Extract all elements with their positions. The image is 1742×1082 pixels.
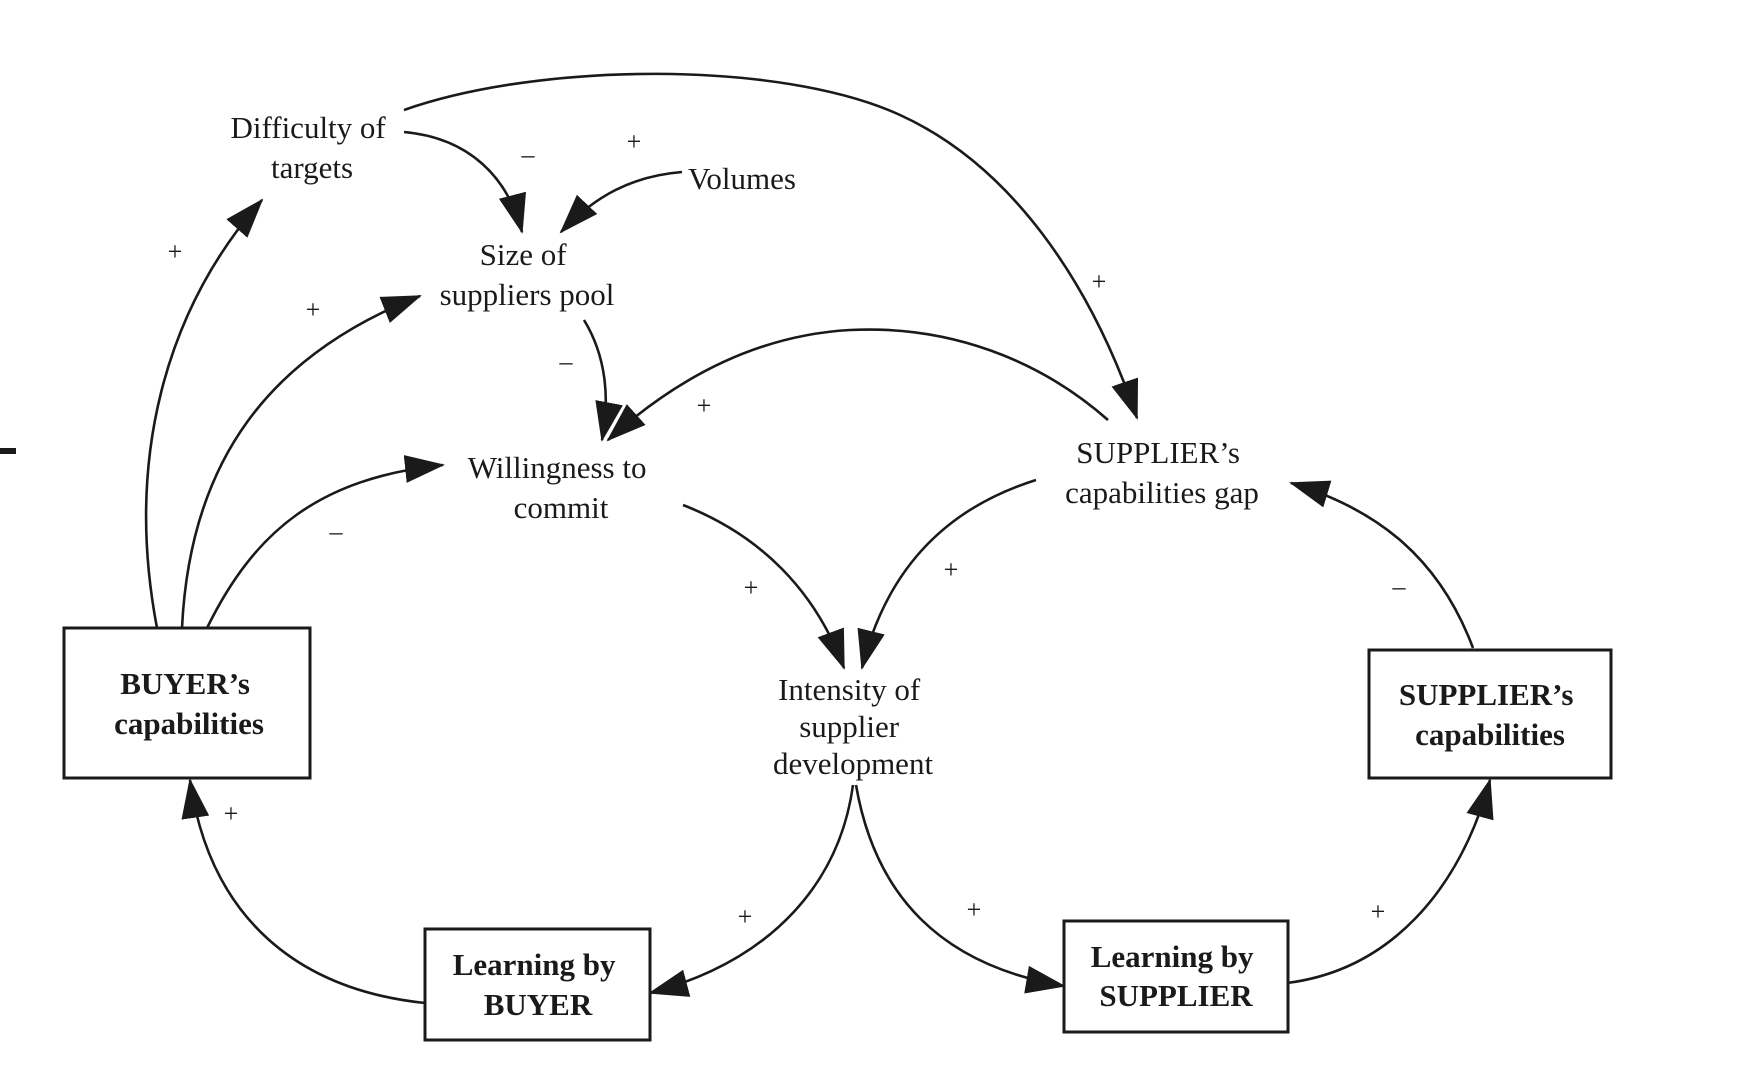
node-suppliers-capabilities-gap: SUPPLIER’s capabilities gap: [1065, 435, 1259, 510]
node-willingness-to-commit: Willingness to commit: [468, 450, 654, 525]
box-buyers-capabilities: BUYER’s capabilities: [62, 626, 312, 780]
edge-intensity-to-learning-buyer: [648, 784, 855, 997]
edge-gap-to-intensity: [857, 478, 1037, 670]
box-label: BUYER’s capabilities: [114, 666, 264, 741]
polarity-sign: +: [738, 902, 753, 931]
edge-volumes-to-pool: [559, 170, 683, 234]
polarity-sign: +: [627, 127, 642, 156]
edge-learning-buyer-to-buyer-capabilities: [181, 778, 426, 1005]
box-suppliers-capabilities: SUPPLIER’s capabilities: [1367, 648, 1613, 780]
polarity-sign: +: [697, 391, 712, 420]
stocks: BUYER’s capabilities SUPPLIER’s capabili…: [62, 626, 1613, 1042]
polarity-sign: +: [967, 895, 982, 924]
edge-intensity-to-learning-supplier: [854, 784, 1066, 994]
box-label: Learning by BUYER: [453, 947, 624, 1022]
edge-gap-to-willingness: [606, 328, 1109, 442]
box-label: Learning by SUPPLIER: [1091, 939, 1262, 1013]
edges: [144, 72, 1494, 1005]
polarity-sign: +: [744, 573, 759, 602]
polarity-sign: +: [224, 799, 239, 828]
polarity-sign: +: [306, 295, 321, 324]
edge-difficulty-to-gap: [403, 72, 1139, 420]
polarity-signs: + + – – + + – + + + – + + + +: [168, 127, 1407, 931]
node-volumes: Volumes: [688, 161, 796, 196]
polarity-sign: –: [329, 517, 344, 546]
edge-willingness-to-intensity: [682, 503, 846, 670]
box-label: SUPPLIER’s capabilities: [1399, 677, 1581, 752]
polarity-sign: +: [1371, 897, 1386, 926]
polarity-sign: +: [1092, 267, 1107, 296]
node-intensity-of-supplier-development: Intensity of supplier development: [773, 672, 934, 781]
edge-difficulty-to-pool: [403, 130, 526, 234]
polarity-sign: +: [944, 555, 959, 584]
edge-supplier-capabilities-to-gap: [1289, 480, 1475, 649]
polarity-sign: –: [1392, 572, 1407, 601]
box-learning-by-supplier: Learning by SUPPLIER: [1062, 919, 1290, 1034]
edge-buyer-capabilities-to-willingness: [205, 455, 445, 629]
box-learning-by-buyer: Learning by BUYER: [423, 927, 652, 1042]
edge-buyer-capabilities-to-difficulty: [144, 198, 264, 629]
edge-pool-to-willingness: [582, 319, 623, 442]
variables: Difficulty of targets Volumes Size of su…: [230, 110, 1258, 781]
polarity-sign: –: [521, 140, 536, 169]
polarity-sign: –: [559, 347, 574, 376]
polarity-sign: +: [168, 237, 183, 266]
node-difficulty-of-targets: Difficulty of targets: [230, 110, 393, 185]
edge-buyer-capabilities-to-pool: [180, 294, 422, 629]
node-size-of-suppliers-pool: Size of suppliers pool: [440, 237, 615, 312]
edge-mark: [0, 448, 16, 454]
edge-learning-supplier-to-supplier-capabilities: [1286, 778, 1494, 985]
